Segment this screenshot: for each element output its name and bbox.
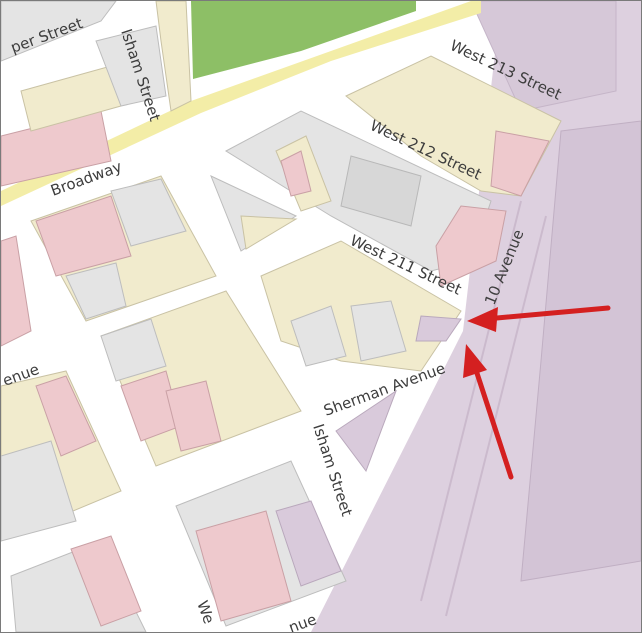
block-upper-left [1, 1, 117, 62]
block-west-213-commercial [490, 130, 550, 197]
park-area [191, 1, 416, 79]
block-west-211-grey-1 [290, 305, 347, 367]
block-west-211-grey-2 [350, 300, 407, 362]
annotation-arrow-east [467, 305, 611, 332]
block-grey-nw-2 [95, 25, 167, 107]
block-triangle-residential [240, 215, 298, 250]
block-south-central-institutional [275, 500, 342, 587]
block-south-west-commercial [70, 535, 142, 627]
block-west-211-institutional [415, 315, 462, 342]
block-west-212-building [340, 155, 422, 227]
block-sherman-institutional [335, 389, 398, 473]
block-mid-west-grey-2 [65, 262, 127, 320]
block-west-212-commercial-2 [435, 205, 507, 287]
broadway-road [1, 1, 481, 206]
river-building-large [520, 120, 641, 582]
block-west-lower-commercial [35, 375, 97, 457]
annotation-arrow-east-head [467, 307, 498, 332]
rail-yard-block [470, 1, 617, 112]
annotation-arrow-south-head [463, 344, 487, 378]
block-isham-north [155, 1, 192, 112]
annotation-arrow-south [463, 344, 514, 480]
rail-line-1 [420, 200, 522, 602]
block-far-west-commercial [1, 235, 32, 347]
block-west-lower-grey [1, 440, 77, 542]
block-mid-west-grey [110, 178, 187, 247]
block-central-commercial-2 [165, 380, 222, 452]
annotation-arrow-east-shaft [483, 305, 611, 322]
rail-line-2 [445, 215, 547, 617]
block-south-central-commercial [195, 510, 292, 622]
block-central-grey [100, 318, 167, 382]
block-west-212-commercial-1 [280, 150, 312, 197]
block-mid-west-commercial [35, 195, 132, 277]
annotation-arrow-south-shaft [470, 358, 514, 480]
